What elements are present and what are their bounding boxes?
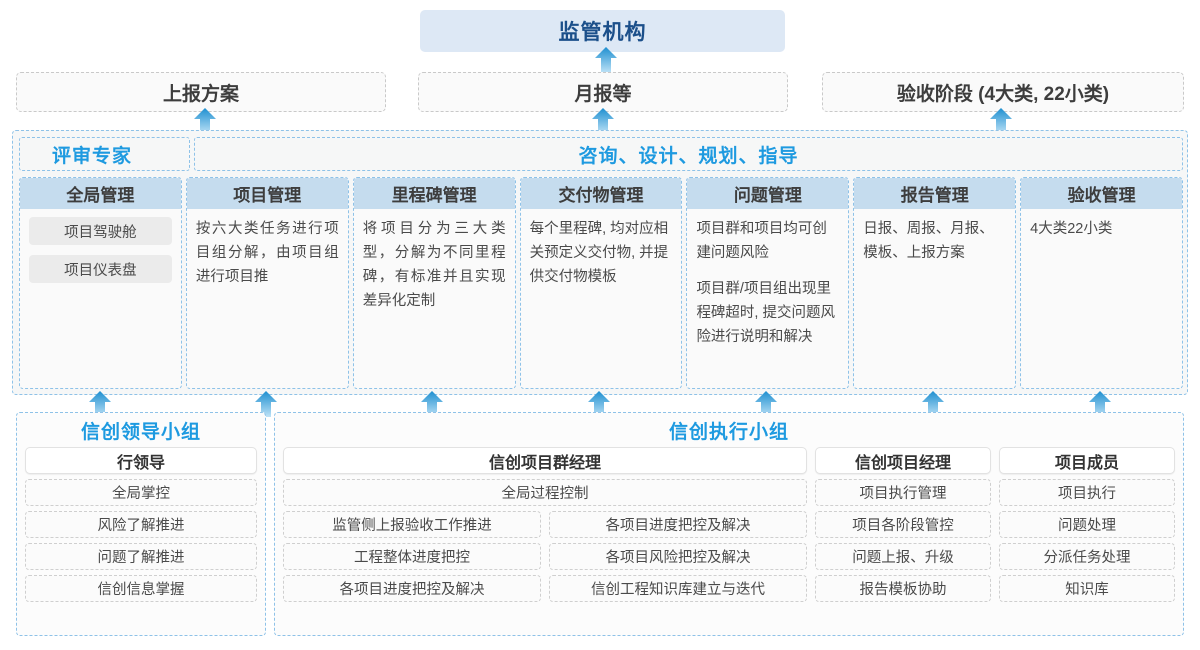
report-box-monthly: 月报等 <box>418 72 788 112</box>
column-body-0: 项目驾驶舱 项目仪表盘 <box>20 209 181 388</box>
regulator-label: 监管机构 <box>558 21 647 44</box>
pill-item[interactable]: 项目驾驶舱 <box>29 217 172 245</box>
column-paragraph: 项目群/项目组出现里程碑超时, 提交问题风险进行说明和解决 <box>696 281 835 345</box>
role-head-project-manager[interactable]: 信创项目经理 <box>815 447 991 474</box>
column-paragraph: 按六大类任务进行项目组分解，由项目组进行项目推 <box>195 221 339 285</box>
management-panel: 评审专家 咨询、设计、规划、指导 全局管理 项目驾驶舱 项目仪表盘 项目管理 按… <box>12 130 1188 395</box>
column-body-6: 4大类22小类 <box>1021 209 1182 388</box>
report-box-plan: 上报方案 <box>16 72 386 112</box>
task-item[interactable]: 项目执行管理 <box>815 479 991 506</box>
column-title-0: 全局管理 <box>20 178 181 209</box>
report-label-0: 上报方案 <box>162 83 239 105</box>
column-global-management: 全局管理 项目驾驶舱 项目仪表盘 <box>19 177 182 389</box>
column-title-5: 报告管理 <box>854 178 1016 209</box>
task-item[interactable]: 知识库 <box>999 575 1175 602</box>
column-paragraph: 将项目分为三大类型，分解为不同里程碑，有标准并且实现差异化定制 <box>362 221 506 309</box>
column-paragraph: 4大类22小类 <box>1030 221 1113 237</box>
column-acceptance-management: 验收管理 4大类22小类 <box>1020 177 1184 389</box>
task-item[interactable]: 信创信息掌握 <box>25 575 257 602</box>
management-columns: 全局管理 项目驾驶舱 项目仪表盘 项目管理 按六大类任务进行项目组分解，由项目组… <box>19 177 1184 389</box>
header-review-experts: 评审专家 <box>19 137 190 171</box>
execution-group-title: 信创执行小组 <box>668 422 789 443</box>
project-member-block: 项目成员 项目执行 问题处理 分派任务处理 知识库 <box>999 447 1175 602</box>
task-item[interactable]: 各项目风险把控及解决 <box>549 543 808 570</box>
column-title-4: 问题管理 <box>687 178 849 209</box>
task-item[interactable]: 问题了解推进 <box>25 543 257 570</box>
task-item[interactable]: 全局掌控 <box>25 479 257 506</box>
column-project-management: 项目管理 按六大类任务进行项目组分解，由项目组进行项目推 <box>185 177 349 389</box>
report-box-acceptance: 验收阶段 (4大类, 22小类) <box>822 72 1184 112</box>
leadership-group: 信创领导小组 行领导 全局掌控 风险了解推进 问题了解推进 信创信息掌握 <box>16 412 266 636</box>
header-review-experts-label: 评审专家 <box>52 145 133 167</box>
task-item[interactable]: 工程整体进度把控 <box>283 543 542 570</box>
header-consulting-label: 咨询、设计、规划、指导 <box>578 145 799 167</box>
column-paragraph: 每个里程碑, 均对应相关预定义交付物, 并提供交付物模板 <box>529 221 669 285</box>
role-head-program-manager[interactable]: 信创项目群经理 <box>283 447 808 474</box>
task-item[interactable]: 报告模板协助 <box>815 575 991 602</box>
role-head-bank-leader[interactable]: 行领导 <box>25 447 257 474</box>
task-item[interactable]: 问题上报、升级 <box>815 543 991 570</box>
column-title-3: 交付物管理 <box>520 178 682 209</box>
program-manager-block: 信创项目群经理 全局过程控制 监管侧上报验收工作推进 工程整体进度把控 各项目进… <box>283 447 808 602</box>
column-issue-management: 问题管理 项目群和项目均可创建问题风险 项目群/项目组出现里程碑超时, 提交问题… <box>686 177 850 389</box>
report-label-1: 月报等 <box>574 83 632 105</box>
column-title-1: 项目管理 <box>186 178 348 209</box>
column-paragraph: 日报、周报、月报、模板、上报方案 <box>863 221 994 261</box>
management-panel-headers: 评审专家 咨询、设计、规划、指导 <box>19 137 1183 171</box>
header-consulting: 咨询、设计、规划、指导 <box>194 137 1183 171</box>
column-deliverable-management: 交付物管理 每个里程碑, 均对应相关预定义交付物, 并提供交付物模板 <box>519 177 683 389</box>
task-item[interactable]: 项目各阶段管控 <box>815 511 991 538</box>
column-body-5: 日报、周报、月报、模板、上报方案 <box>854 209 1015 388</box>
program-manager-task-grid: 监管侧上报验收工作推进 工程整体进度把控 各项目进度把控及解决 各项目进度把控及… <box>283 511 808 602</box>
column-paragraph: 项目群和项目均可创建问题风险 <box>696 221 827 261</box>
column-title-6: 验收管理 <box>1021 178 1183 209</box>
task-item[interactable]: 各项目进度把控及解决 <box>549 511 808 538</box>
program-manager-right-tasks: 各项目进度把控及解决 各项目风险把控及解决 信创工程知识库建立与迭代 <box>549 511 808 602</box>
task-item[interactable]: 全局过程控制 <box>283 479 808 506</box>
task-item[interactable]: 风险了解推进 <box>25 511 257 538</box>
execution-group-columns: 信创项目群经理 全局过程控制 监管侧上报验收工作推进 工程整体进度把控 各项目进… <box>283 447 1175 602</box>
column-body-4: 项目群和项目均可创建问题风险 项目群/项目组出现里程碑超时, 提交问题风险进行说… <box>687 209 848 388</box>
column-title-2: 里程碑管理 <box>353 178 515 209</box>
column-body-2: 将项目分为三大类型，分解为不同里程碑，有标准并且实现差异化定制 <box>354 209 515 388</box>
task-item[interactable]: 分派任务处理 <box>999 543 1175 570</box>
task-item[interactable]: 问题处理 <box>999 511 1175 538</box>
pill-item[interactable]: 项目仪表盘 <box>29 255 172 283</box>
execution-group: 信创执行小组 信创项目群经理 全局过程控制 监管侧上报验收工作推进 工程整体进度… <box>274 412 1184 636</box>
column-body-3: 每个里程碑, 均对应相关预定义交付物, 并提供交付物模板 <box>521 209 682 388</box>
column-body-1: 按六大类任务进行项目组分解，由项目组进行项目推 <box>187 209 348 388</box>
project-manager-block: 信创项目经理 项目执行管理 项目各阶段管控 问题上报、升级 报告模板协助 <box>815 447 991 602</box>
role-head-project-member[interactable]: 项目成员 <box>999 447 1175 474</box>
report-label-2: 验收阶段 (4大类, 22小类) <box>896 83 1110 105</box>
task-item[interactable]: 项目执行 <box>999 479 1175 506</box>
regulator-box: 监管机构 <box>420 10 785 52</box>
task-item[interactable]: 信创工程知识库建立与迭代 <box>549 575 808 602</box>
column-milestone-management: 里程碑管理 将项目分为三大类型，分解为不同里程碑，有标准并且实现差异化定制 <box>352 177 516 389</box>
task-item[interactable]: 监管侧上报验收工作推进 <box>283 511 542 538</box>
column-report-management: 报告管理 日报、周报、月报、模板、上报方案 <box>853 177 1017 389</box>
task-item[interactable]: 各项目进度把控及解决 <box>283 575 542 602</box>
leadership-group-title: 信创领导小组 <box>80 422 201 443</box>
program-manager-left-tasks: 监管侧上报验收工作推进 工程整体进度把控 各项目进度把控及解决 <box>283 511 542 602</box>
